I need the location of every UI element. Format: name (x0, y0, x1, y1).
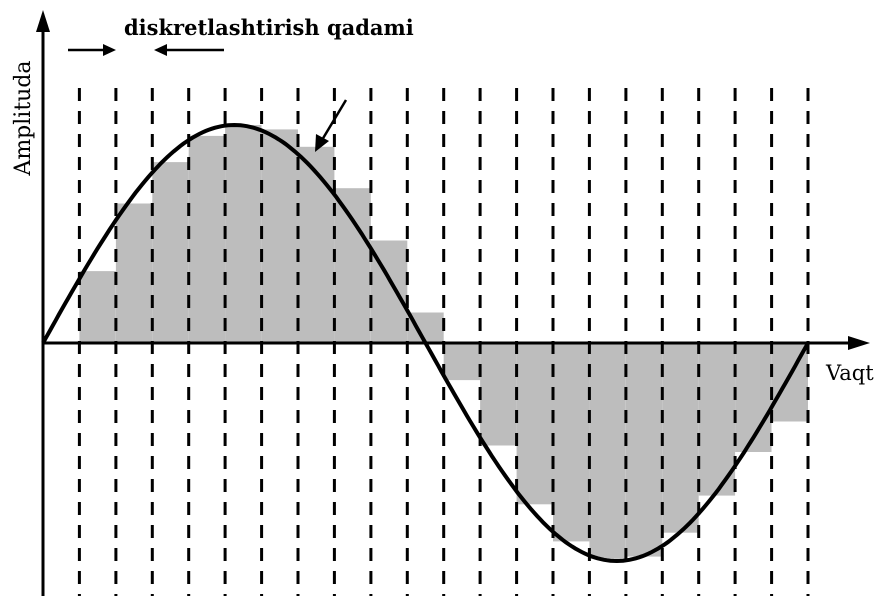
step-arrow-left-head (103, 44, 116, 56)
sample-bar (115, 203, 153, 343)
curve-pointer-arrowhead (315, 134, 329, 152)
sample-bar (261, 129, 298, 343)
sample-bar (443, 343, 481, 381)
y-axis-arrow (36, 10, 50, 32)
curve-pointer-arrow (320, 99, 348, 141)
sample-bar (298, 146, 335, 343)
sample-bars (79, 125, 808, 559)
y-axis-label: Amplituda (11, 60, 36, 176)
sample-bar (589, 343, 626, 559)
sample-bar (334, 188, 371, 343)
x-axis-arrow (848, 336, 870, 350)
step-arrow-right-head (154, 44, 167, 56)
x-axis-label: Vaqt (825, 361, 874, 385)
sample-bar (79, 271, 116, 343)
sample-bar (225, 125, 262, 343)
sample-bar (152, 162, 189, 343)
sample-bar (188, 135, 226, 343)
sampling-step-label: diskretlashtirish qadami (124, 15, 414, 40)
sample-bar (662, 343, 699, 533)
sample-bar (735, 343, 772, 452)
sample-bar (698, 343, 736, 496)
sample-bar (480, 343, 517, 446)
sample-bar (553, 343, 590, 542)
sample-bar (516, 343, 553, 505)
sample-bar (625, 343, 663, 557)
